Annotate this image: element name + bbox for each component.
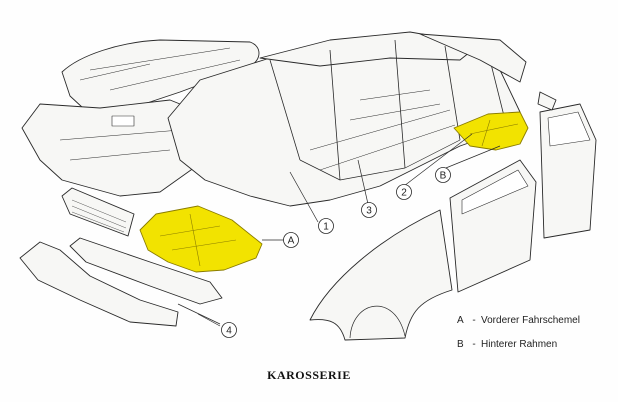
callout-label-4: 4 [226, 326, 232, 337]
rear-left-door [449, 159, 537, 293]
callout-circle-3 [361, 202, 377, 218]
legend-dash: - [472, 315, 476, 326]
front-apron [69, 237, 223, 305]
callout-label-A: A [288, 236, 295, 247]
front-subframe-highlight [139, 205, 263, 273]
front-bumper [19, 241, 179, 327]
legend-dash: - [472, 339, 476, 350]
legend-text: Hinterer Rahmen [481, 339, 558, 350]
callout-circle-4 [221, 322, 237, 338]
rear-quarter-panel [419, 33, 527, 83]
legend-key: B [457, 339, 464, 350]
legend-text: Vorderer Fahrschemel [481, 315, 580, 326]
callout-circle-A [283, 232, 299, 248]
front-wing-panel [309, 209, 453, 341]
legend: A-Vorderer Fahrschemel B-Hinterer Rahmen [457, 309, 580, 357]
callout-label-1: 1 [323, 222, 329, 233]
rear-frame-highlight [453, 111, 529, 151]
callout-circle-B [435, 167, 451, 183]
legend-item-a: A-Vorderer Fahrschemel [457, 309, 580, 333]
diagram-title: KAROSSERIE [267, 368, 351, 382]
legend-key: A [457, 315, 464, 326]
callout-label-B: B [440, 171, 447, 182]
legend-item-b: B-Hinterer Rahmen [457, 333, 580, 357]
callout-label-3: 3 [366, 206, 372, 217]
callout-circle-2 [396, 184, 412, 200]
callout-label-2: 2 [401, 188, 407, 199]
callout-circle-1 [318, 218, 334, 234]
